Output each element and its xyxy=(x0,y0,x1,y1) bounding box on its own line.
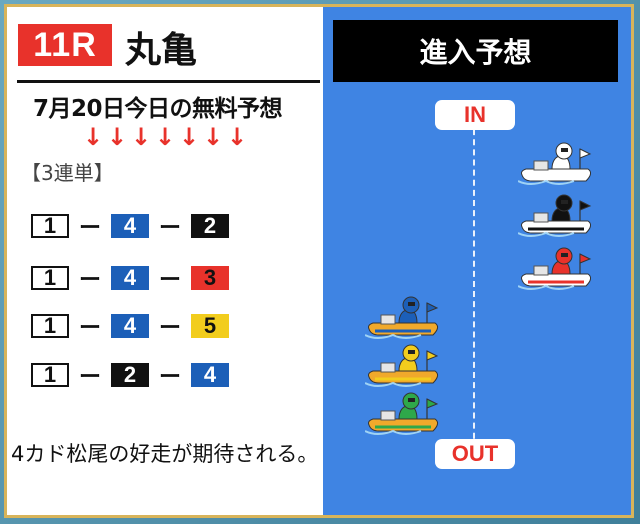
boat-number-badge: 1 xyxy=(31,313,69,338)
down-arrow-icon: ↓ xyxy=(107,123,128,151)
boat-number-badge: 1 xyxy=(31,213,69,238)
boat-number-badge: 5 xyxy=(191,313,229,338)
prediction-subtitle: 7月20日今日の無料予想 xyxy=(33,96,283,122)
down-arrows: ↓ ↓ ↓ ↓ ↓ ↓ ↓ xyxy=(83,123,248,151)
boat-number-badge: 3 xyxy=(191,265,229,290)
in-label: IN xyxy=(435,100,515,130)
boat-5-icon xyxy=(365,344,439,387)
boat-3-icon xyxy=(518,247,592,290)
pick-row: 1 ー 2 ー 4 xyxy=(31,359,229,391)
boat-number-badge: 4 xyxy=(191,362,229,387)
dash: ー xyxy=(158,365,181,390)
down-arrow-icon: ↓ xyxy=(155,123,176,151)
boat-number-badge: 2 xyxy=(191,213,229,238)
pick-row: 1 ー 4 ー 5 xyxy=(31,310,229,342)
panel-title: 進入予想 xyxy=(333,20,618,82)
boat-2-icon xyxy=(518,194,592,237)
dash: ー xyxy=(78,268,101,293)
dash: ー xyxy=(158,268,181,293)
boat-number-badge: 2 xyxy=(111,362,149,387)
out-label: OUT xyxy=(435,439,515,469)
boat-number-badge: 1 xyxy=(31,265,69,290)
entry-prediction-panel: 進入予想 IN OUT xyxy=(323,7,631,515)
prediction-comment: 4カド松尾の好走が期待される。 xyxy=(11,442,319,466)
lane-divider xyxy=(473,119,475,459)
bet-type-label: 【3連単】 xyxy=(21,161,114,185)
title-divider xyxy=(17,80,320,83)
pick-row: 1 ー 4 ー 2 xyxy=(31,210,229,242)
prediction-card: 11R 丸亀 7月20日今日の無料予想 ↓ ↓ ↓ ↓ ↓ ↓ ↓ 【3連単】 … xyxy=(4,4,634,518)
down-arrow-icon: ↓ xyxy=(203,123,224,151)
down-arrow-icon: ↓ xyxy=(131,123,152,151)
dash: ー xyxy=(78,365,101,390)
dash: ー xyxy=(158,216,181,241)
dash: ー xyxy=(158,316,181,341)
race-number-badge: 11R xyxy=(18,24,112,66)
boat-4-icon xyxy=(365,296,439,339)
down-arrow-icon: ↓ xyxy=(83,123,104,151)
down-arrow-icon: ↓ xyxy=(227,123,248,151)
boat-number-badge: 1 xyxy=(31,362,69,387)
boat-6-icon xyxy=(365,392,439,435)
boat-number-badge: 4 xyxy=(111,213,149,238)
boat-number-badge: 4 xyxy=(111,265,149,290)
dash: ー xyxy=(78,216,101,241)
dash: ー xyxy=(78,316,101,341)
down-arrow-icon: ↓ xyxy=(179,123,200,151)
pick-row: 1 ー 4 ー 3 xyxy=(31,262,229,294)
boat-1-icon xyxy=(518,142,592,185)
venue-name: 丸亀 xyxy=(125,30,198,71)
boat-number-badge: 4 xyxy=(111,313,149,338)
